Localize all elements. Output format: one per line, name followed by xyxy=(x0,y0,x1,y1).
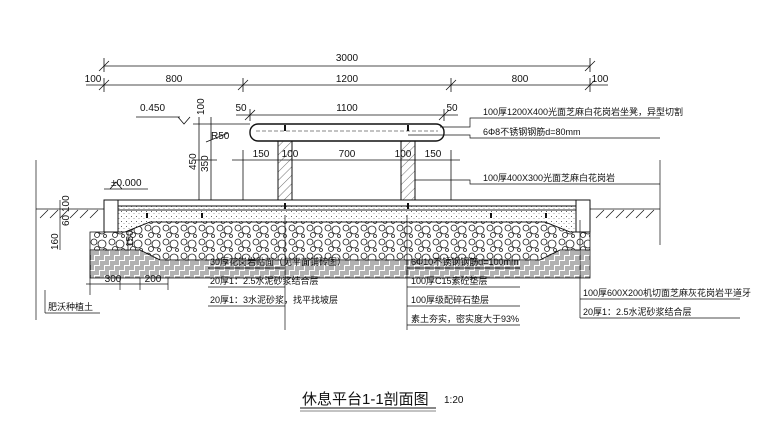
top-dimensions xyxy=(86,58,608,121)
dim-bottom-300: 300 xyxy=(105,274,122,285)
dim-left-span: 800 xyxy=(166,74,183,85)
note-seat-slab: 100厚1200X400光面芝麻白花岗岩坐凳，异型切割 xyxy=(483,106,683,117)
dim-overhang-right: 50 xyxy=(446,103,458,114)
note-paving: 30厚花岗岩贴面（见平面铺砖图） xyxy=(210,256,346,267)
level-zero: ±0.000 xyxy=(111,178,142,189)
note-rebar-base: 6Φ10不锈钢钢筋d=100mm xyxy=(411,256,518,267)
dim-radius: R50 xyxy=(211,131,230,142)
leader-lines xyxy=(44,117,740,330)
dim-height-350: 350 xyxy=(200,155,211,172)
dim-left-margin: 100 xyxy=(85,74,102,85)
dim-bottom-200: 200 xyxy=(145,274,162,285)
soil-layer xyxy=(89,249,591,279)
dim-mid-span: 1200 xyxy=(336,74,359,85)
dim-overhang-left: 50 xyxy=(235,103,247,114)
left-vertical-dims xyxy=(104,116,250,201)
drawing-scale: 1:20 xyxy=(444,395,464,406)
dim-base-160: 160 xyxy=(50,233,61,250)
rebar-marks xyxy=(146,125,547,218)
drawing-title: 休息平台1-1剖面图 xyxy=(302,391,429,408)
dim-leg-left: 150 xyxy=(253,149,270,160)
dim-base-150: 150 xyxy=(125,230,136,247)
dim-seat-width: 1100 xyxy=(336,103,358,114)
note-soil: 素土夯实，密实度大于93% xyxy=(411,313,519,324)
note-planting-soil: 肥沃种植土 xyxy=(48,301,93,312)
ground-left xyxy=(35,160,104,320)
paving-layer xyxy=(103,199,591,207)
dim-base-60: 60 xyxy=(61,214,72,226)
dim-total: 3000 xyxy=(336,53,359,64)
curb-right xyxy=(575,199,591,233)
leg-right xyxy=(400,140,416,202)
dim-right-margin: 100 xyxy=(592,74,609,85)
level-top: 0.450 xyxy=(140,103,165,114)
leg-left xyxy=(277,140,293,202)
note-curb: 100厚600X200机切面芝麻灰花岗岩平道牙 xyxy=(583,287,751,298)
dim-leg-gap: 700 xyxy=(339,149,356,160)
dim-leg-right: 150 xyxy=(425,149,442,160)
curb-left xyxy=(103,199,119,233)
dim-height-450: 450 xyxy=(188,153,199,170)
mortar-layer xyxy=(103,205,591,211)
base-dims-left xyxy=(59,200,169,295)
note-leveling: 20厚1：3水泥砂浆，找平找坡层 xyxy=(210,294,338,305)
dim-base-100: 100 xyxy=(61,195,72,212)
gravel-layer xyxy=(89,221,591,261)
seat-slab xyxy=(249,123,445,142)
note-gravel: 100厚级配碎石垫层 xyxy=(411,294,489,305)
ground-right xyxy=(590,160,661,245)
note-mortar-left: 20厚1：2.5水泥砂浆结合层 xyxy=(210,275,319,286)
dim-level-gap: 100 xyxy=(196,98,207,115)
dim-right-span: 800 xyxy=(512,74,529,85)
note-leg-stone: 100厚400X300光面芝麻白花岗岩 xyxy=(483,172,615,183)
note-rebar-seat: 6Φ8不锈钢钢筋d=80mm xyxy=(483,126,580,137)
note-mortar-right: 20厚1：2.5水泥砂浆结合层 xyxy=(583,306,692,317)
note-concrete: 100厚C15素砼垫层 xyxy=(411,275,488,286)
